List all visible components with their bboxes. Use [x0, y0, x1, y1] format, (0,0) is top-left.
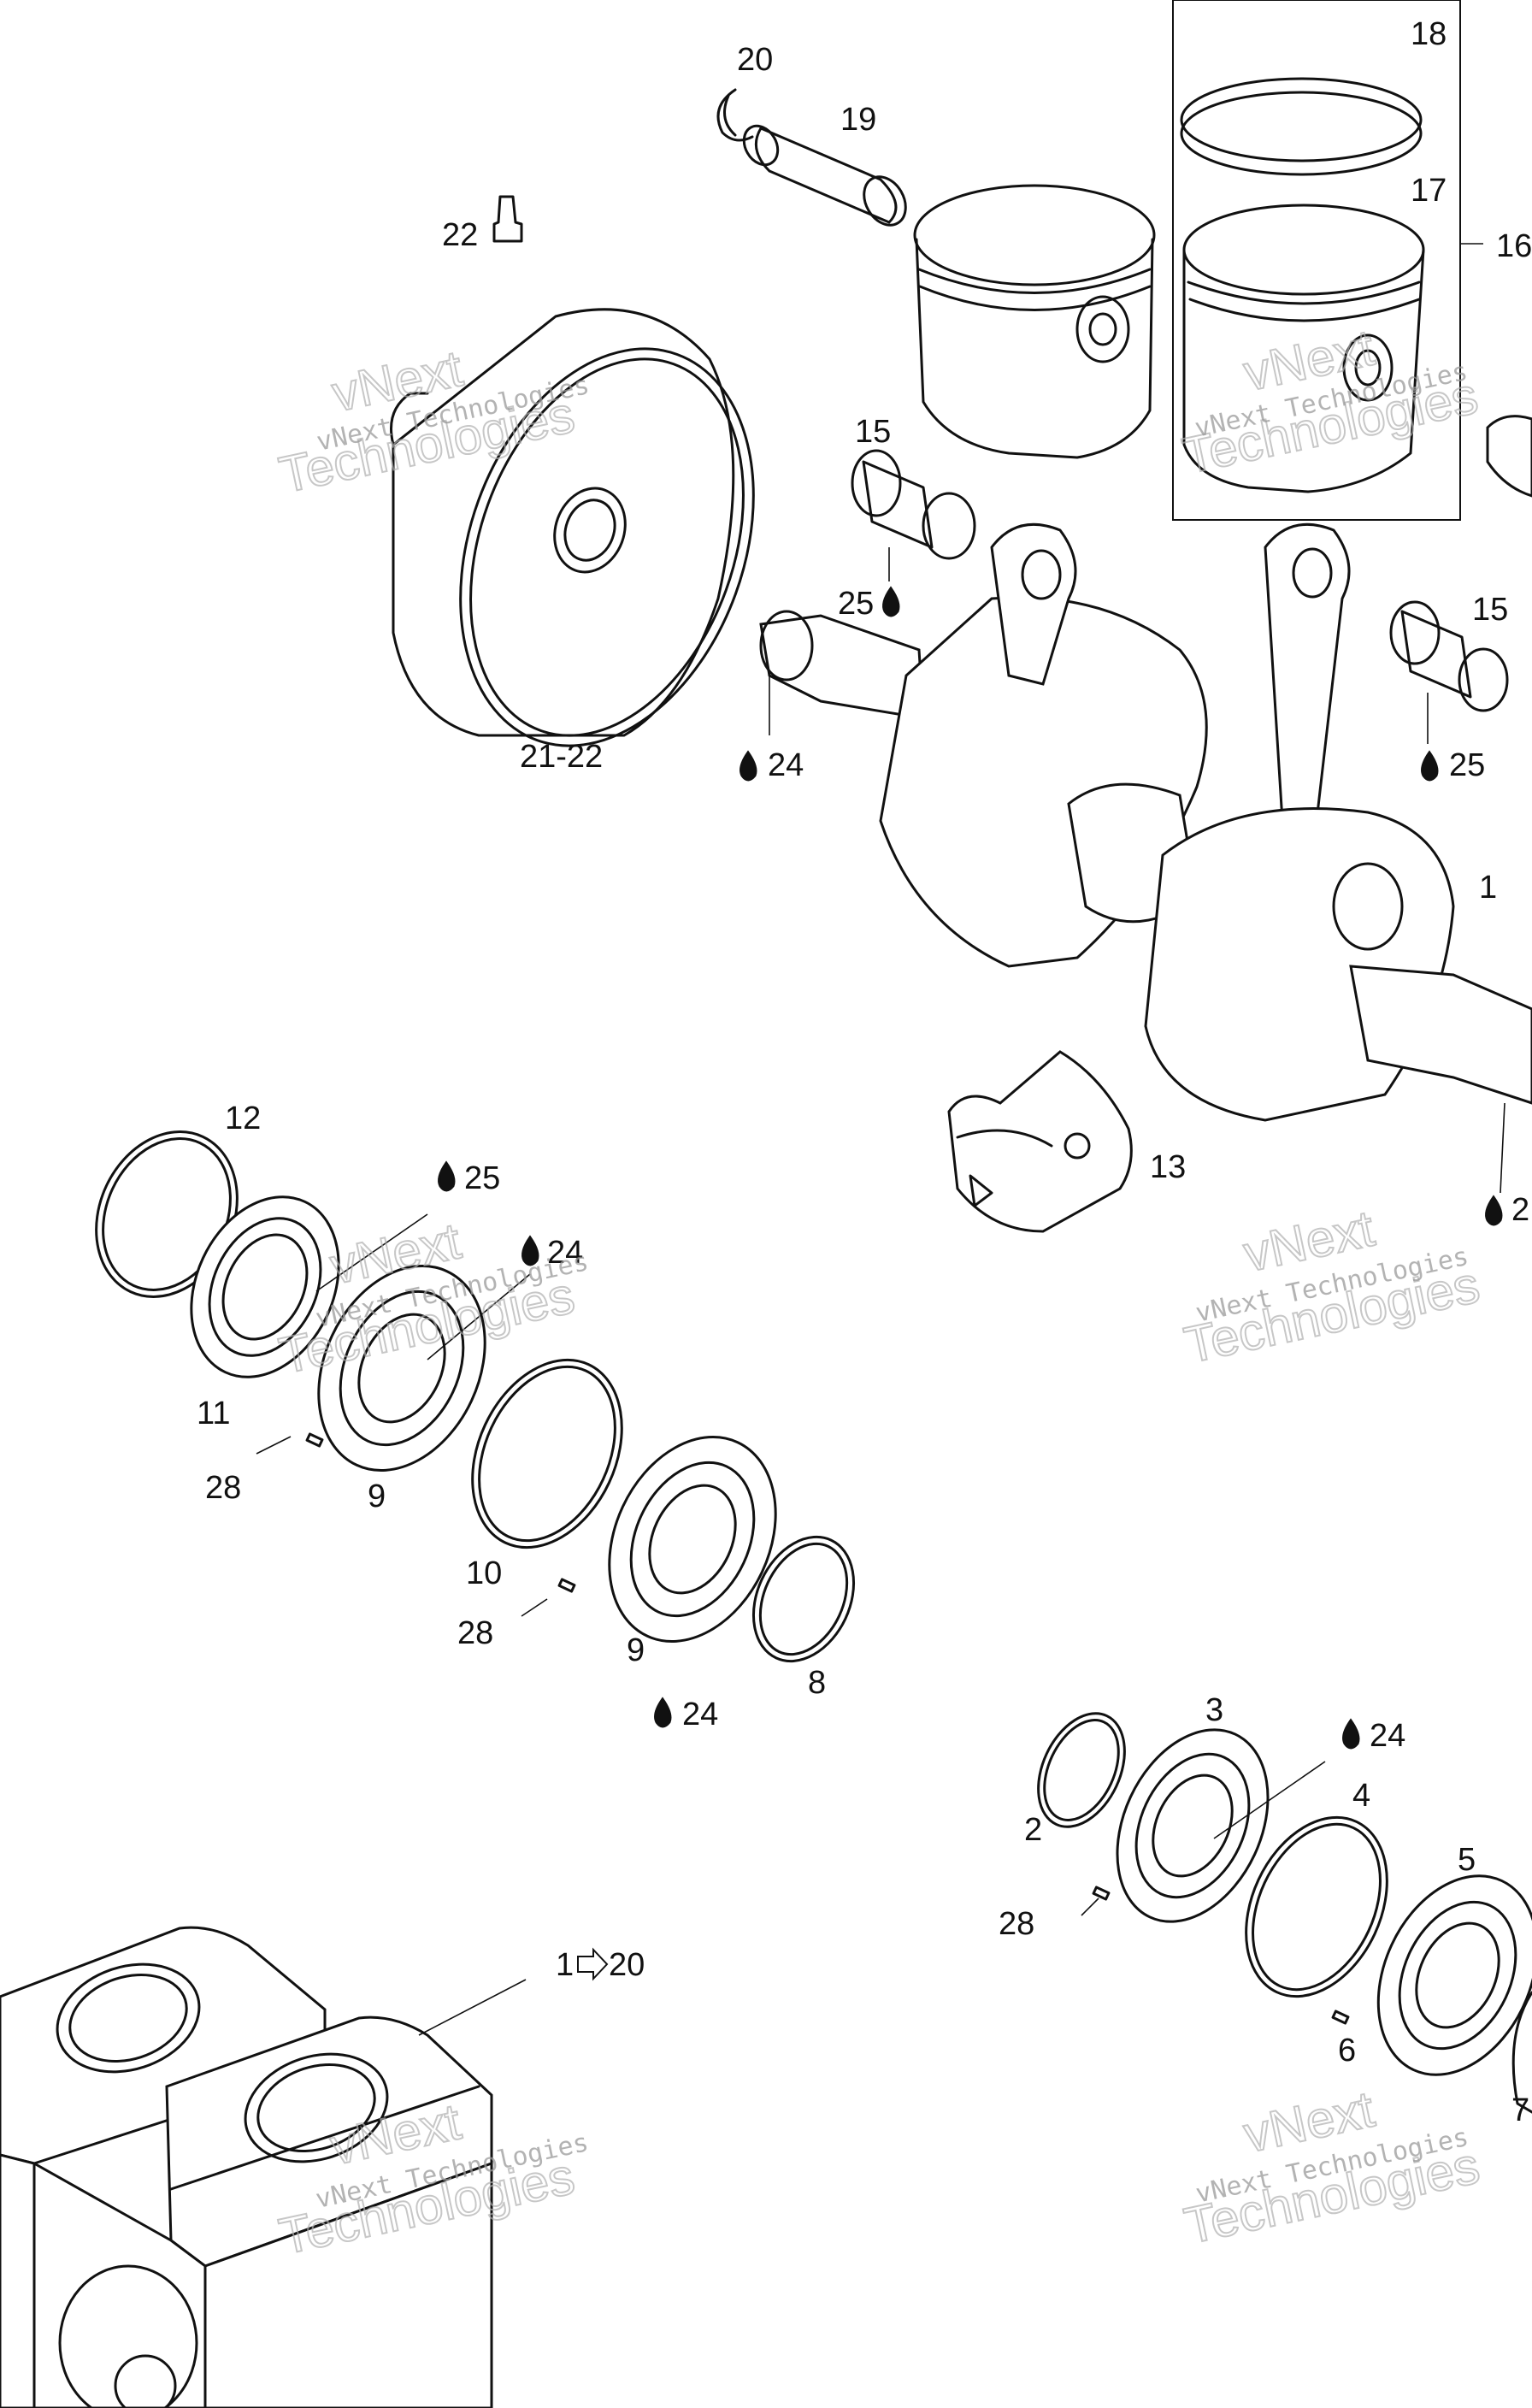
callout-25-right: 25: [1449, 747, 1485, 783]
cylinder-block: [0, 1926, 493, 2408]
spacer-13: [947, 1050, 1133, 1233]
callout-7: 7: [1511, 2092, 1529, 2128]
callout-1: 1: [1479, 870, 1497, 906]
callout-28-middle: 28: [457, 1615, 493, 1651]
callout-28-right: 28: [999, 1906, 1034, 1942]
partial-pin-right-edge: [1486, 415, 1532, 498]
ball-bearing-9-lower: [608, 1435, 777, 1644]
piston-17: [1182, 204, 1425, 493]
oil-drop-icon: [1342, 1718, 1360, 1750]
ring-8: [751, 1535, 856, 1663]
oil-drop-icon: [1421, 750, 1439, 782]
callout-1-to-20-start: 1: [556, 1947, 574, 1983]
pin-28-middle: [557, 1578, 576, 1593]
grease-fitting-22: [492, 195, 523, 243]
callout-11: 11: [197, 1396, 230, 1431]
oil-drop-icon: [1485, 1195, 1503, 1226]
oil-drop-icon: [438, 1160, 456, 1192]
callout-24-right: 24: [1370, 1718, 1405, 1754]
callout-3: 3: [1205, 1692, 1223, 1728]
callout-28-upper: 28: [205, 1470, 241, 1506]
callout-5: 5: [1458, 1842, 1476, 1878]
circlip-20: [716, 88, 754, 142]
piston-ring-18: [1180, 77, 1423, 176]
callout-6: 6: [1338, 2033, 1356, 2069]
callout-10: 10: [466, 1555, 502, 1591]
callout-13: 13: [1150, 1149, 1186, 1185]
callout-24-bearing: 24: [547, 1235, 583, 1271]
oil-drop-icon: [521, 1235, 539, 1266]
needle-bearing-15-right: [1389, 600, 1509, 712]
watermark-mid-right: vNext Technologies vNext Technologies: [1179, 1199, 1486, 1375]
callout-9-lower: 9: [627, 1632, 645, 1668]
oil-seal-11: [190, 1195, 340, 1378]
callout-labels: 18 20 19 17 16 22 15 25 15 21-22 24 25 1…: [197, 16, 1532, 2128]
callout-4: 4: [1352, 1778, 1370, 1814]
callout-17: 17: [1411, 173, 1447, 209]
arrow-right-icon: [577, 1947, 609, 1981]
watermark-bottom-right: vNext Technologies vNext Technologies: [1179, 2080, 1486, 2256]
callout-20: 20: [737, 42, 773, 78]
callout-21-22: 21-22: [520, 739, 603, 775]
ball-bearing-5: [1376, 1874, 1532, 2076]
callout-15-left: 15: [855, 414, 891, 450]
piston-kit-box: [1172, 0, 1461, 521]
crankshaft: [759, 522, 1532, 1122]
callout-16: 16: [1496, 228, 1532, 264]
oil-drop-icon: [882, 586, 900, 617]
callout-8: 8: [808, 1665, 826, 1701]
seal-7-partial: [1511, 1991, 1532, 2114]
callout-9-upper: 9: [368, 1478, 386, 1514]
ball-bearing-9-upper: [317, 1264, 486, 1473]
ring-2: [1037, 1712, 1126, 1828]
callout-1-to-20-end: 20: [609, 1947, 645, 1983]
piston-main: [913, 184, 1156, 459]
ring-4: [1245, 1815, 1388, 1998]
callout-25-left: 25: [838, 586, 874, 622]
pin-28-upper: [305, 1432, 324, 1448]
oil-drop-icons: [438, 586, 1503, 1750]
pin-6: [1331, 2010, 1350, 2025]
ring-10: [471, 1358, 623, 1549]
leader-lines: [256, 243, 1505, 2036]
flywheel-drum-21-22: [390, 308, 755, 747]
callout-22: 22: [442, 217, 478, 253]
callout-24-lower: 24: [682, 1697, 718, 1732]
callout-24-shaft: 2: [1511, 1192, 1529, 1228]
watermark-top-right: vNext Technologies vNext Technologies: [1177, 318, 1484, 486]
callout-25-seal: 25: [464, 1160, 500, 1196]
needle-bearing-15-left: [851, 449, 976, 560]
ball-bearing-3: [1116, 1728, 1270, 1923]
callout-15-right: 15: [1472, 592, 1508, 628]
callout-12: 12: [225, 1101, 261, 1136]
callout-18: 18: [1411, 16, 1447, 52]
pin-28-right: [1092, 1886, 1111, 1901]
callout-24-crank: 24: [768, 747, 804, 783]
oil-drop-icon: [739, 750, 757, 782]
callout-2: 2: [1024, 1812, 1042, 1848]
callout-19: 19: [840, 102, 876, 138]
oil-drop-icon: [654, 1697, 672, 1728]
piston-pin-19: [742, 124, 907, 227]
